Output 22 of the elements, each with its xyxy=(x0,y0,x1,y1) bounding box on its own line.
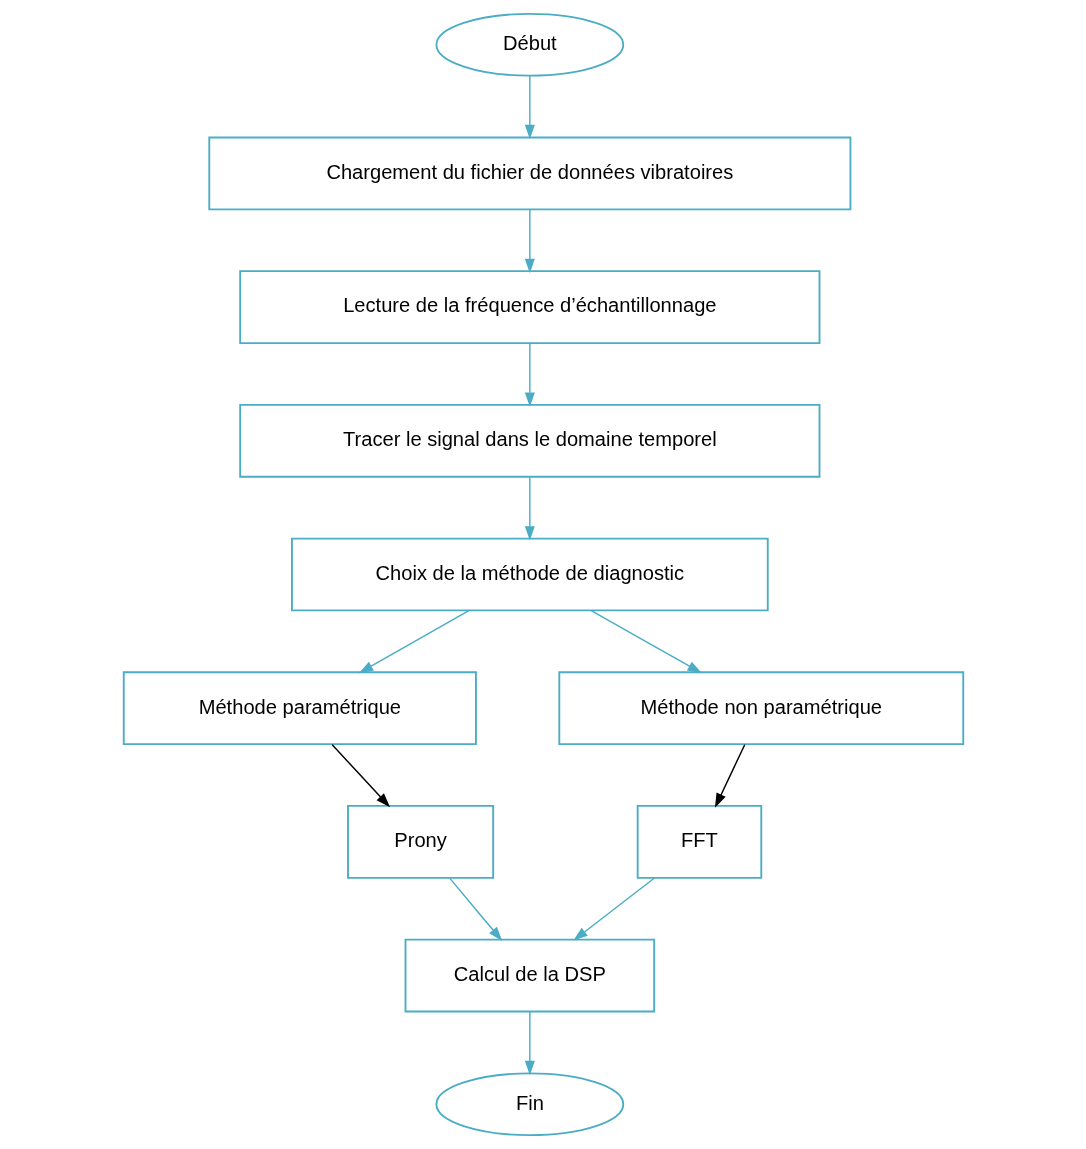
node-box: Tracer le signal dans le domaine temporel xyxy=(238,403,820,478)
arrow xyxy=(572,877,655,941)
node-box: Méthode non paramétrique xyxy=(557,671,964,746)
arrow xyxy=(524,209,535,274)
node-box: Lecture de la fréquence d’échantillonnage xyxy=(238,270,820,344)
node-ellipse: Début xyxy=(434,12,624,77)
node-box: Prony xyxy=(346,805,494,879)
node-box: Méthode paramétrique xyxy=(122,671,477,746)
arrow xyxy=(448,877,502,942)
node-ellipse: Fin xyxy=(434,1072,624,1137)
arrow xyxy=(524,342,535,407)
arrow xyxy=(524,75,535,140)
arrow xyxy=(524,1011,535,1076)
node-box: FFT xyxy=(636,805,762,879)
node-box: Calcul de la DSP xyxy=(404,938,655,1013)
arrow xyxy=(330,743,390,808)
node-box: Chargement du fichier de données vibratoires xyxy=(207,136,851,211)
arrow xyxy=(358,609,470,674)
arrow xyxy=(524,476,535,541)
arrow xyxy=(590,609,702,674)
arrow xyxy=(714,743,745,808)
node-box: Choix de la méthode de diagnostic xyxy=(290,537,769,612)
